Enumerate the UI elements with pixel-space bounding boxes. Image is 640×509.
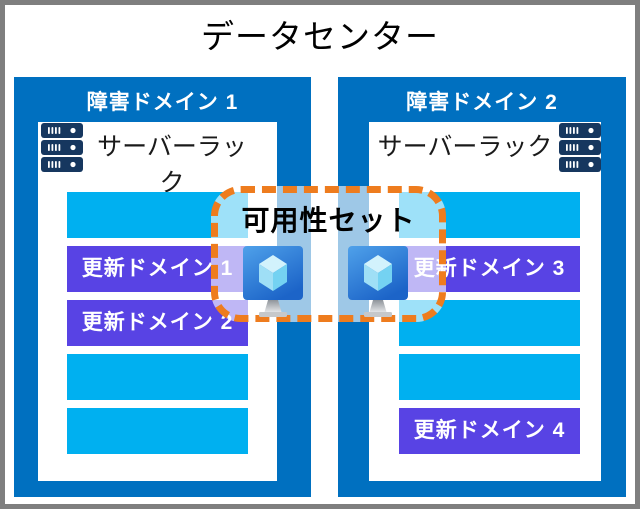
availability-set-box: 可用性セット bbox=[211, 186, 446, 322]
server-rack-label: サーバーラック bbox=[377, 133, 553, 161]
vm-slot-bar bbox=[67, 408, 248, 454]
server-rack-icon bbox=[41, 123, 83, 172]
virtual-machine-icon bbox=[243, 246, 303, 317]
vm-slot-bar bbox=[399, 354, 580, 400]
server-rack-icon bbox=[559, 123, 601, 172]
diagram-title: データセンター bbox=[201, 18, 439, 55]
vm-slot-bar bbox=[67, 354, 248, 400]
virtual-machine-icon bbox=[348, 246, 408, 317]
fault-domain-1-label: 障害ドメイン 1 bbox=[86, 91, 239, 114]
fault-domain-2-label: 障害ドメイン 2 bbox=[406, 91, 558, 114]
availability-set-label: 可用性セット bbox=[241, 205, 416, 236]
update-domain-4-bar: 更新ドメイン 4 bbox=[399, 408, 580, 454]
